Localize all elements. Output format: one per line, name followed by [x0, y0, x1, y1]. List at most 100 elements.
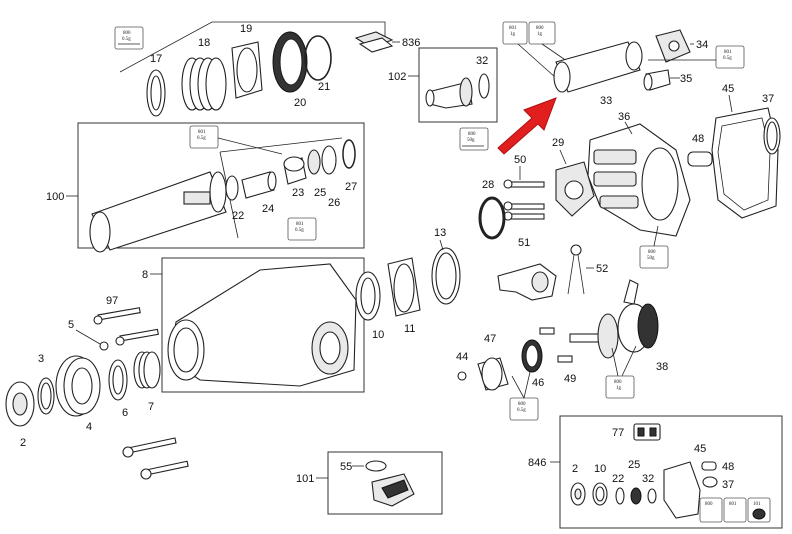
part-50-screws	[503, 179, 545, 221]
part-97-screws	[93, 307, 159, 346]
part-number-label: 25	[628, 459, 640, 471]
group-front-rings: 10 11 13	[355, 227, 461, 341]
group-gearbox: 36 45 37 48 29 50 28	[478, 83, 781, 269]
group-8: 8	[142, 257, 365, 393]
part-48-bushing	[687, 151, 713, 167]
lube-tag-text: 1g	[616, 386, 622, 391]
lube-tag-text: 800	[468, 132, 476, 137]
part-number-label: 29	[552, 137, 564, 149]
selector-knob	[371, 473, 415, 507]
part-number-label: 44	[456, 351, 468, 363]
lube-tag-text: 801	[296, 222, 304, 227]
part-number-label: 46	[532, 377, 544, 389]
lube-tag-text: 1g	[537, 32, 543, 37]
part-21-circlip	[304, 35, 332, 81]
lube-tag-text: 801	[724, 50, 732, 55]
part-number-label: 4	[86, 421, 92, 433]
part-number-label: 32	[476, 55, 488, 67]
part-number-label: 25	[314, 187, 326, 199]
part-number-label: 45	[694, 443, 706, 455]
lube-tag-text: 0.5g	[517, 408, 526, 413]
part-number-label: 48	[722, 461, 734, 473]
part-20-toothed-ring	[272, 31, 308, 93]
group-top-right: 801 1g 800 1g 33 34 35 801 0.5g	[502, 21, 745, 107]
part-24-striker	[241, 171, 275, 199]
part-number-label: 35	[680, 73, 692, 85]
part-number-label: 28	[482, 179, 494, 191]
red-indicator-arrow	[497, 97, 557, 155]
loose-screws	[122, 437, 189, 480]
part-number-label: 100	[46, 191, 64, 203]
part-number-label: 20	[294, 97, 306, 109]
part-number-label: 49	[564, 373, 576, 385]
part-18-spring	[181, 57, 227, 111]
part-5-ball	[99, 341, 109, 351]
lube-tag-text: 800	[705, 502, 713, 507]
part-number-label: 97	[106, 295, 118, 307]
group-846: 846 77 2 10 22 25 32 45 48 37 800 801 10…	[528, 415, 783, 529]
part-number-label: 3	[38, 353, 44, 365]
part-number-label: 21	[318, 81, 330, 93]
lube-tag-text: 101	[753, 502, 761, 507]
part-number-label: 22	[232, 210, 244, 222]
part-number-label: 2	[20, 437, 26, 449]
part-number-label: 102	[388, 71, 406, 83]
part-number-label: 24	[262, 203, 274, 215]
part-27-circlip	[342, 139, 356, 169]
group-51-52: 51 52	[497, 237, 608, 301]
group-top-left: 800 0.5g 17 18	[114, 21, 420, 117]
part-45-gasket	[711, 107, 779, 219]
group-gears: 44 47 46 49 38 800 1g 800 0.5g	[456, 279, 668, 421]
part-52-spring-clip	[567, 244, 585, 295]
part-number-label: 2	[572, 463, 578, 475]
part-number-label: 77	[612, 427, 624, 439]
part-number-label: 17	[150, 53, 162, 65]
group-100: 100 801 0.5g 22 24 23 25 26 27 801	[46, 122, 365, 253]
lube-tag-text: 800	[648, 250, 656, 255]
part-32-oring	[478, 73, 490, 99]
part-number-label: 11	[404, 323, 415, 335]
part-number-label: 22	[612, 473, 624, 485]
part-number-label: 37	[722, 479, 734, 491]
part-number-label: 48	[692, 133, 704, 145]
lube-tag-text: 0.5g	[723, 56, 732, 61]
part-number-label: 5	[68, 319, 74, 331]
part-number-label: 10	[372, 329, 384, 341]
part-46-gear	[521, 339, 543, 373]
part-7-spring	[133, 351, 161, 389]
lube-tag-text: 0.5g	[197, 136, 206, 141]
part-number-label: 32	[642, 473, 654, 485]
lube-tag-text: 0.5g	[122, 37, 131, 42]
part-number-label: 7	[148, 401, 154, 413]
lube-tag-text: 50g	[647, 256, 655, 261]
group-nose: 97 5 2 3 4 6 7	[5, 295, 189, 480]
part-number-label: 45	[722, 83, 734, 95]
part-number-label: 19	[240, 23, 252, 35]
part-49-bolt	[557, 355, 573, 363]
part-28-oring	[478, 196, 506, 240]
lube-tag-text: 800	[123, 31, 131, 36]
part-number-label: 38	[656, 361, 668, 373]
part-number-label: 50	[514, 154, 526, 166]
part-26-washer	[321, 145, 337, 175]
part-22-washer	[225, 175, 239, 201]
part-number-label: 27	[345, 181, 357, 193]
part-number-label: 8	[142, 269, 148, 281]
group-102: 102 32 800 50g	[388, 47, 498, 151]
part-836-clips	[354, 31, 394, 53]
part-number-label: 846	[528, 457, 546, 469]
part-number-label: 101	[296, 473, 314, 485]
lube-tag-text: 800	[614, 380, 622, 385]
part-number-label: 55	[340, 461, 352, 473]
part-25-ring	[307, 149, 321, 175]
lube-tag-800: 800 0.5g	[114, 26, 144, 50]
lube-tag-text: 50g	[467, 138, 475, 143]
group-101: 101 55	[296, 451, 443, 515]
part-number-label: 836	[402, 37, 420, 49]
part-number-label: 6	[122, 407, 128, 419]
part-number-label: 23	[292, 187, 304, 199]
part-number-label: 37	[762, 93, 774, 105]
part-number-label: 52	[596, 263, 608, 275]
spindle	[91, 171, 227, 251]
